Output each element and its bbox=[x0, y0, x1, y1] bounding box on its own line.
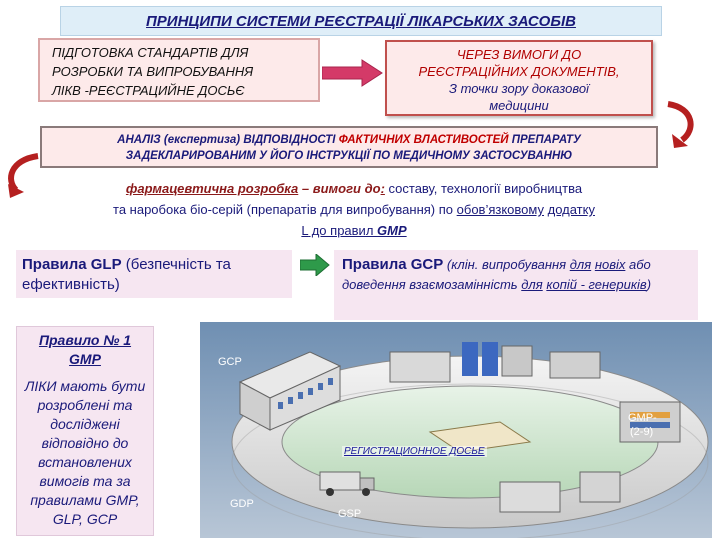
gcp-note-b: для bbox=[570, 257, 591, 272]
lifecycle-diagram: GCP GMP- (2-9) GDP GSP РЕГИСТРАЦИОННОЕ Д… bbox=[200, 322, 712, 538]
pharm-line-2a: та наробока біо-серій (препаратів для ви… bbox=[113, 202, 457, 217]
gdp-label: GDP bbox=[230, 498, 254, 510]
right-arrow-icon bbox=[322, 58, 384, 88]
req-line-3: З точки зору доказової bbox=[395, 80, 643, 97]
pharm-development-box: фармацевтична розробка – вимоги до: сост… bbox=[22, 176, 686, 242]
gcp-label: GCP bbox=[218, 356, 242, 368]
analysis-line-2: ЗАДЕКЛАРИРОВАНИМ У ЙОГО ІНСТРУКЦІЇ ПО МЕ… bbox=[48, 148, 650, 164]
gcp-rules-box: Правила GCP (клін. випробування для нові… bbox=[334, 250, 698, 320]
gsp-label: GSP bbox=[338, 508, 361, 520]
analysis-box: АНАЛІЗ (експертиза) ВІДПОВІДНОСТІ ФАКТИЧ… bbox=[40, 126, 658, 168]
gmp-label: GMP- bbox=[628, 412, 657, 424]
gmp-rule-title: Правило № 1 GMP bbox=[21, 331, 149, 369]
req-line-1: ЧЕРЕЗ ВИМОГИ ДО bbox=[395, 46, 643, 63]
curved-arrow-down-right-icon bbox=[660, 100, 700, 150]
req-line-4: медицини bbox=[395, 97, 643, 114]
gmp-sub-label: (2-9) bbox=[630, 426, 653, 438]
analysis-part-2: ФАКТИЧНИХ ВЛАСТИВОСТЕЙ bbox=[336, 134, 509, 146]
glp-rules-box: Правила GLP (безпечність та ефективність… bbox=[16, 250, 292, 298]
pharm-line-1: составу, технології виробництва bbox=[385, 181, 582, 196]
gcp-note-f: копій - генериків bbox=[546, 277, 646, 292]
gcp-note-c: новіх bbox=[595, 257, 626, 272]
analysis-part-3: ПРЕПАРАТУ bbox=[509, 134, 581, 146]
pharm-lead: фармацевтична розробка – вимоги до: bbox=[126, 181, 385, 196]
glp-title: Правила GLP bbox=[22, 256, 122, 273]
standards-preparation-box: ПІДГОТОВКА СТАНДАРТІВ ДЛЯ РОЗРОБКИ ТА ВИ… bbox=[38, 38, 320, 102]
pharm-line-3c: GMP bbox=[377, 223, 407, 238]
gcp-note-g: ) bbox=[647, 277, 651, 292]
pharm-line-3b: до правил bbox=[308, 223, 377, 238]
page-title: ПРИНЦИПИ СИСТЕМИ РЕЄСТРАЦІЇ ЛІКАРСЬКИХ З… bbox=[60, 6, 662, 36]
dossier-label: РЕГИСТРАЦИОННОЕ ДОСЬЕ bbox=[342, 446, 487, 457]
prep-line-2: РОЗРОБКИ ТА ВИПРОБУВАННЯ bbox=[52, 62, 306, 81]
gmp-rule-box: Правило № 1 GMP ЛІКИ мають бути розробле… bbox=[16, 326, 154, 536]
gcp-title: Правила GCP bbox=[342, 256, 443, 273]
right-arrow-icon bbox=[300, 254, 330, 276]
prep-line-3: ЛІКВ -РЕЄСТРАЦИЙНЕ ДОСЬЄ bbox=[52, 81, 306, 100]
analysis-part-1: АНАЛІЗ (експертиза) ВІДПОВІДНОСТІ bbox=[117, 134, 335, 146]
gcp-note-a: (клін. випробування bbox=[443, 257, 569, 272]
requirements-box: ЧЕРЕЗ ВИМОГИ ДО РЕЄСТРАЦІЙНИХ ДОКУМЕНТІВ… bbox=[385, 40, 653, 116]
pharm-line-2d: додатку bbox=[548, 202, 595, 217]
prep-line-1: ПІДГОТОВКА СТАНДАРТІВ ДЛЯ bbox=[52, 43, 306, 62]
pharm-line-2b: обов’язковому bbox=[457, 202, 544, 217]
gmp-rule-text: ЛІКИ мають бути розроблені та досліджені… bbox=[25, 378, 145, 527]
req-line-2: РЕЄСТРАЦІЙНИХ ДОКУМЕНТІВ, bbox=[395, 63, 643, 80]
gcp-note-e: для bbox=[521, 277, 542, 292]
